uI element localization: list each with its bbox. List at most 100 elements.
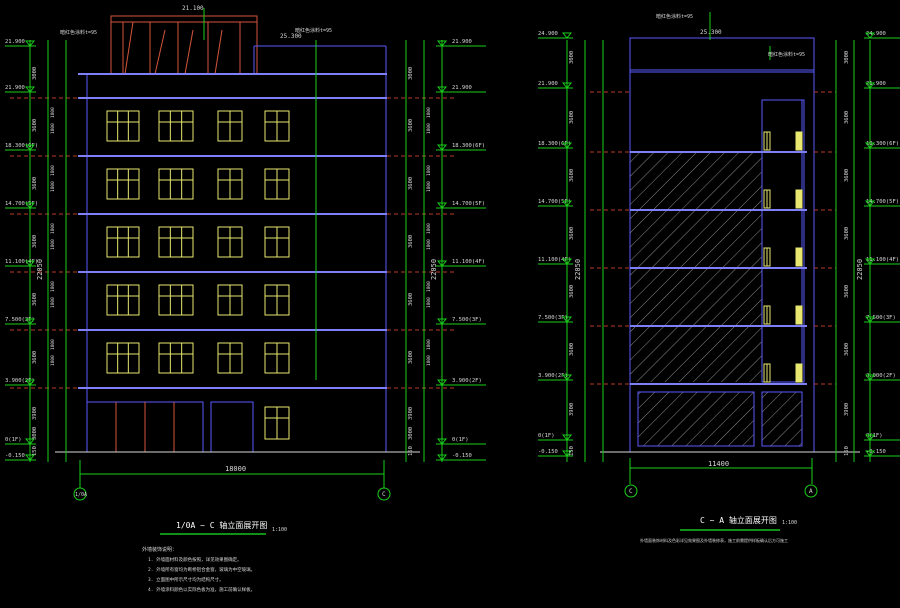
level-triangle [561, 434, 573, 441]
right-hatched-base-right [761, 391, 803, 447]
balcony [763, 131, 803, 151]
balcony [763, 189, 803, 209]
ground-window [264, 406, 290, 440]
segment-dim: 3600 [844, 227, 850, 240]
level-triangle [24, 86, 36, 93]
svg-text:A: A [809, 488, 813, 495]
segment-dim: 3900 [844, 403, 850, 416]
level-label: 14.700(5F) [5, 201, 38, 207]
note-line: 1. 外墙面材料及颜色按照，详见效果图确定。 [148, 556, 242, 563]
window-dim: 1800 [426, 181, 432, 192]
level-triangle [24, 202, 36, 209]
level-label: 14.700(5F) [866, 199, 899, 205]
window-dim: 1800 [426, 107, 432, 118]
window [158, 342, 194, 374]
right-balconies [763, 131, 803, 383]
level-triangle [561, 316, 573, 323]
left-axis-bubble-right: C [377, 487, 391, 501]
level-triangle [24, 454, 36, 461]
segment-dim: 3600 [844, 285, 850, 298]
left-level-markers: 21.90021.90018.300(6F)14.700(5F)11.100(4… [5, 39, 486, 461]
window-dim: 1800 [50, 339, 56, 350]
window-dim: 1800 [426, 165, 432, 176]
balcony [763, 305, 803, 325]
level-label: 21.900 [538, 81, 558, 87]
segment-dim: 3000 [408, 427, 414, 440]
level-triangle [864, 142, 876, 149]
segment-dim: 3600 [408, 177, 414, 190]
svg-text:C: C [382, 491, 386, 498]
window-dim: 1800 [50, 223, 56, 234]
level-label: 21.900 [452, 85, 472, 91]
segment-dim: 3000 [32, 427, 38, 440]
level-triangle [864, 316, 876, 323]
level-triangle [561, 450, 573, 457]
level-triangle [436, 318, 448, 325]
level-label: -0.150 [538, 449, 558, 455]
window [106, 226, 140, 258]
window [158, 168, 194, 200]
segment-dim: 3900 [569, 403, 575, 416]
window-dim: 1800 [50, 355, 56, 366]
segment-dim: 3600 [844, 343, 850, 356]
level-triangle [864, 374, 876, 381]
left-total-height-right: 22050 [430, 259, 438, 280]
level-label: -0.150 [5, 453, 25, 459]
left-total-height-left: 22050 [36, 259, 44, 280]
segment-dim: 3600 [569, 343, 575, 356]
segment-dim: 150 [569, 446, 575, 456]
balcony [763, 363, 803, 383]
window [264, 110, 290, 142]
right-level-markers: 24.90021.90018.300(6F)14.700(5F)11.100(4… [538, 31, 900, 457]
left-axis-bubble-left: 1/0A [73, 487, 87, 501]
window-dim: 1800 [426, 223, 432, 234]
segment-dim: 3900 [408, 407, 414, 420]
window [158, 284, 194, 316]
segment-dim: 150 [844, 446, 850, 456]
level-label: -0.150 [452, 453, 472, 459]
left-ground-floor [86, 401, 290, 453]
level-triangle [864, 200, 876, 207]
level-label: 14.700(5F) [538, 199, 571, 205]
level-label: 3.900(2F) [866, 373, 896, 379]
segment-dim: 3600 [32, 119, 38, 132]
right-axis-bubble-left: C [624, 484, 638, 498]
right-dimension-lines [566, 12, 871, 462]
level-triangle [561, 142, 573, 149]
note-line: 2. 外墙所有窗均为断桥铝合金窗，玻璃为中空玻璃。 [148, 566, 255, 573]
window-dim: 1800 [50, 239, 56, 250]
level-triangle [24, 260, 36, 267]
level-triangle [864, 32, 876, 39]
left-width-value: 18000 [225, 465, 246, 473]
level-label: 0(1F) [5, 437, 22, 443]
segment-dim: 3600 [32, 293, 38, 306]
level-label: 11.100(4F) [452, 259, 485, 265]
window [217, 284, 243, 316]
window-dim: 1800 [50, 165, 56, 176]
level-label: 11.100(4F) [866, 257, 899, 263]
right-segment-dimensions: 3000360036003600360036003900150300036003… [569, 51, 850, 456]
segment-dim: 3000 [32, 67, 38, 80]
level-label: 14.700(5F) [452, 201, 485, 207]
window [106, 342, 140, 374]
roof-stair-structure [110, 15, 387, 75]
window-dim: 1800 [426, 281, 432, 292]
window [158, 226, 194, 258]
left-elevation: 21.90021.90018.300(6F)14.700(5F)11.100(4… [5, 5, 486, 593]
window-dim: 1800 [50, 281, 56, 292]
left-floor-lines [10, 73, 455, 389]
window-dim: 1800 [426, 239, 432, 250]
right-roof-note-2: 暗红色涂料t=95 [768, 51, 805, 58]
level-label: 21.900 [5, 39, 25, 45]
note-line: 3. 立面图中所示尺寸均为结构尺寸。 [148, 576, 224, 583]
right-total-height-left: 22050 [574, 259, 582, 280]
segment-dim: 3600 [32, 235, 38, 248]
window [217, 110, 243, 142]
segment-dim: 3600 [408, 293, 414, 306]
left-notes: 1. 外墙面材料及颜色按照，详见效果图确定。 2. 外墙所有窗均为断桥铝合金窗，玻… [148, 556, 255, 593]
level-label: 7.500(3F) [538, 315, 568, 321]
segment-dim: 3600 [408, 235, 414, 248]
segment-dim: 3600 [32, 351, 38, 364]
level-label: 7.500(3F) [866, 315, 896, 321]
window-dim: 1800 [50, 107, 56, 118]
